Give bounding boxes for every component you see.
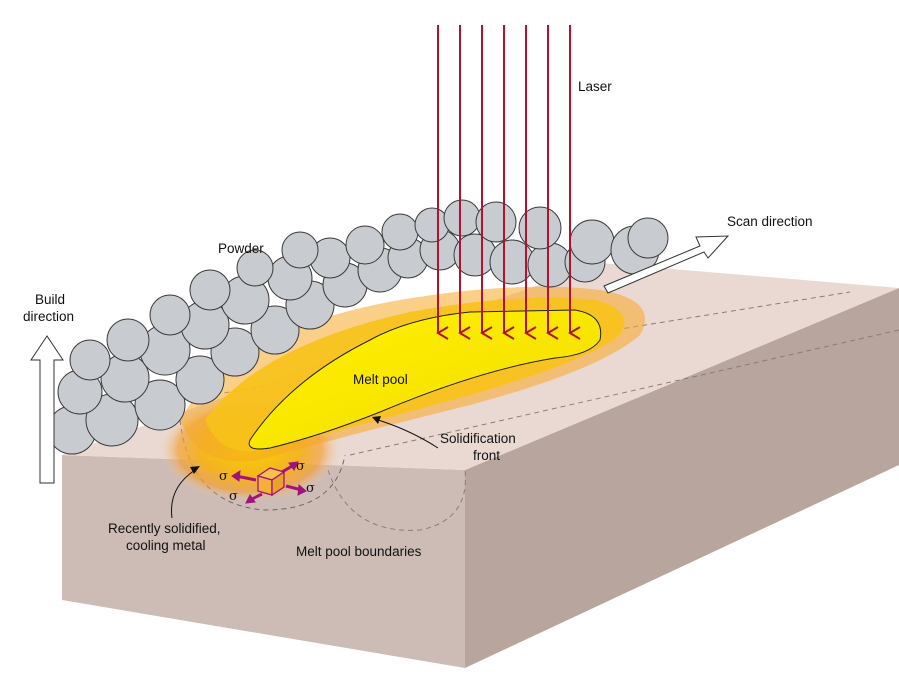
leader-arrowhead [372,416,381,424]
leader-arrowhead [190,466,200,474]
stress-symbol: σ [296,459,305,474]
up-arrow-icon [30,335,64,484]
laser-label: Laser [578,79,612,94]
stress-symbol: σ [229,489,238,504]
leader-line-recently-solidified [170,469,196,519]
recently-solidified-label-line2: cooling metal [126,538,206,553]
melt-pool-boundary [179,419,346,511]
build-direction-label-line2: direction [23,309,74,324]
melt-pool-boundary [327,469,466,531]
powder-label: Powder [218,241,264,256]
laser-beams [436,25,581,340]
block-side-face [465,288,899,668]
build-direction-label-line1: Build [35,292,65,307]
cube-icon [256,467,286,497]
stress-symbol: σ [306,481,315,496]
leader-line-solidification-front [377,419,439,449]
solidification-front-label-line2: front [473,448,500,463]
stress-arrows [231,461,307,504]
block-front-face [62,455,465,668]
melt-pool-boundaries-label: Melt pool boundaries [296,544,422,559]
scan-direction-label: Scan direction [727,214,813,229]
solidification-front-label-line1: Solidification [440,431,516,446]
stress-symbol: σ [219,469,228,484]
powder-bed [47,199,669,455]
track-dashed-line [349,329,899,456]
recently-solidified-label-line1: Recently solidified, [108,521,221,536]
right-arrow-icon [603,235,730,294]
melt-pool [248,309,602,450]
melt-pool-label: Melt pool [353,372,408,387]
stress-element [231,461,307,504]
